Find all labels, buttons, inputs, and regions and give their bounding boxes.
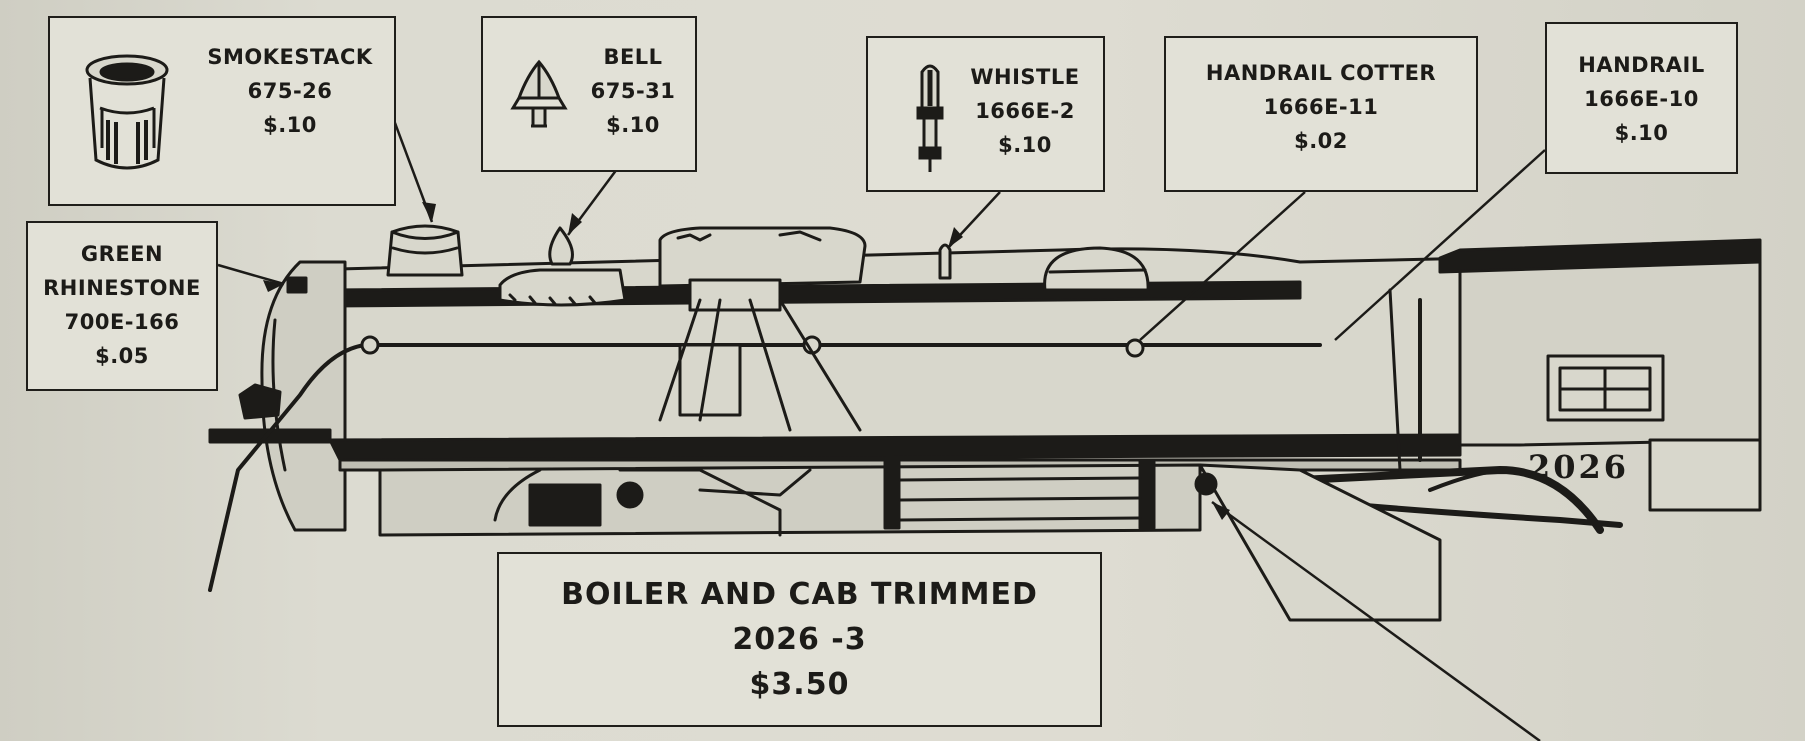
running-board bbox=[328, 433, 1462, 462]
bell-label-box: BELL 675-31 $.10 bbox=[481, 16, 697, 172]
cab-number: 2026 bbox=[1528, 448, 1630, 486]
leader-bottom-right bbox=[1211, 500, 1541, 741]
whistle-name: WHISTLE bbox=[970, 65, 1080, 89]
handrail-cotter-name: HANDRAIL COTTER bbox=[1205, 61, 1437, 85]
boiler-and-cab-name: BOILER AND CAB TRIMMED bbox=[561, 577, 1038, 612]
bell-on-boiler bbox=[548, 226, 574, 266]
whistle-icon bbox=[916, 64, 944, 172]
handrail-part-number: 1666E-10 bbox=[1584, 87, 1699, 111]
green-rhinestone-label-box: GREEN RHINESTONE 700E-166 $.05 bbox=[26, 221, 218, 391]
handrail-stanchion-front bbox=[360, 335, 380, 355]
whistle-label-box: WHISTLE 1666E-2 $.10 bbox=[866, 36, 1105, 192]
smokestack-name: SMOKESTACK bbox=[207, 45, 373, 69]
bell-part-number: 675-31 bbox=[590, 79, 676, 103]
whistle-price: $.10 bbox=[998, 133, 1052, 157]
boiler-and-cab-part-number: 2026 -3 bbox=[732, 622, 867, 657]
green-rhinestone-name-line1: GREEN bbox=[80, 242, 164, 266]
bell-icon bbox=[510, 59, 568, 128]
handrail-cotter-part-number: 1666E-11 bbox=[1263, 95, 1379, 119]
handrail-name: HANDRAIL bbox=[1578, 53, 1705, 77]
whistle-part-number: 1666E-2 bbox=[975, 99, 1075, 123]
whistle-on-boiler bbox=[938, 243, 952, 280]
handrail-cotter-point bbox=[1125, 338, 1145, 358]
leader-handrail bbox=[1334, 149, 1546, 341]
leader-handrail-cotter bbox=[1139, 191, 1306, 341]
steam-dome bbox=[1043, 246, 1150, 292]
cylinder-saddle bbox=[1198, 463, 1442, 622]
green-rhinestone-part-number: 700E-166 bbox=[64, 310, 180, 334]
leader-green-rhinestone bbox=[217, 263, 285, 286]
green-rhinestone-price: $.05 bbox=[95, 344, 149, 368]
bell-price: $.10 bbox=[606, 113, 660, 137]
smokestack-price: $.10 bbox=[263, 113, 317, 137]
boiler-and-cab-label-box: BOILER AND CAB TRIMMED 2026 -3 $3.50 bbox=[497, 552, 1102, 727]
handrail-price: $.10 bbox=[1614, 121, 1669, 145]
green-rhinestone-name-line2: RHINESTONE bbox=[43, 276, 201, 300]
sand-dome bbox=[658, 226, 867, 288]
handrail-label-box: HANDRAIL 1666E-10 $.10 bbox=[1545, 22, 1738, 174]
smokestack-part-number: 675-26 bbox=[247, 79, 333, 103]
bell-name: BELL bbox=[603, 45, 663, 69]
green-rhinestone-on-boiler bbox=[286, 276, 308, 294]
handrail-cotter-label-box: HANDRAIL COTTER 1666E-11 $.02 bbox=[1164, 36, 1478, 192]
handrail-cotter-price: $.02 bbox=[1294, 129, 1348, 153]
smokestack-label-box: SMOKESTACK 675-26 $.10 bbox=[48, 16, 396, 206]
smokestack-icon bbox=[85, 54, 169, 170]
bell-bracket bbox=[498, 268, 627, 307]
boiler-and-cab-price: $3.50 bbox=[749, 667, 850, 702]
